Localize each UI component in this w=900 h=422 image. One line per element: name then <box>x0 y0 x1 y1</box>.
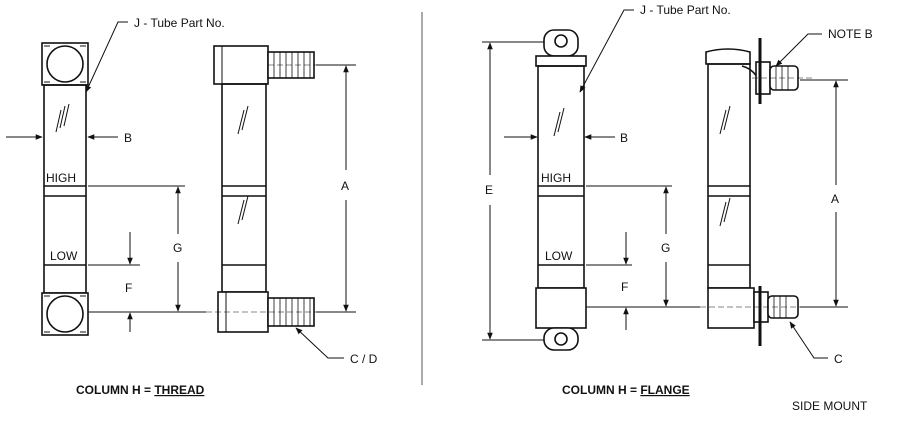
label-b-right: B <box>620 131 628 145</box>
thread-side-view <box>206 45 322 333</box>
caption-right-prefix: COLUMN H = <box>562 383 640 397</box>
leader-j-right <box>579 9 634 93</box>
label-g-left: G <box>173 241 182 255</box>
leader-j-left <box>85 21 128 93</box>
leader-cd <box>295 327 344 359</box>
caption-right: COLUMN H = FLANGE <box>562 383 690 397</box>
label-side-mount: SIDE MOUNT <box>792 399 868 413</box>
thread-front-view <box>41 42 89 336</box>
caption-left-type: THREAD <box>154 383 204 397</box>
label-low-right: LOW <box>545 249 573 263</box>
label-note-b: NOTE B <box>828 27 873 41</box>
label-high-left: HIGH <box>46 171 76 185</box>
dims-right <box>586 79 848 330</box>
label-f-left: F <box>125 281 132 295</box>
caption-left: COLUMN H = THREAD <box>76 383 205 397</box>
label-c: C <box>834 352 843 366</box>
label-j-tube-left: J - Tube Part No. <box>134 16 225 30</box>
leader-note-b <box>775 33 822 67</box>
label-a-left: A <box>341 179 349 193</box>
leader-c <box>789 321 828 359</box>
dim-e <box>482 41 544 341</box>
label-g-right: G <box>661 241 670 255</box>
label-a-right: A <box>831 192 839 206</box>
label-e: E <box>485 183 493 197</box>
label-high-right: HIGH <box>541 171 571 185</box>
flange-side-view <box>700 38 812 346</box>
caption-left-prefix: COLUMN H = <box>76 383 154 397</box>
dims-left <box>88 64 356 332</box>
label-c-d: C / D <box>350 352 378 366</box>
label-b-left: B <box>124 131 132 145</box>
flange-front-view <box>535 29 587 351</box>
label-f-right: F <box>621 280 628 294</box>
label-low-left: LOW <box>50 249 78 263</box>
caption-right-type: FLANGE <box>640 383 689 397</box>
label-j-tube-right: J - Tube Part No. <box>640 3 731 17</box>
